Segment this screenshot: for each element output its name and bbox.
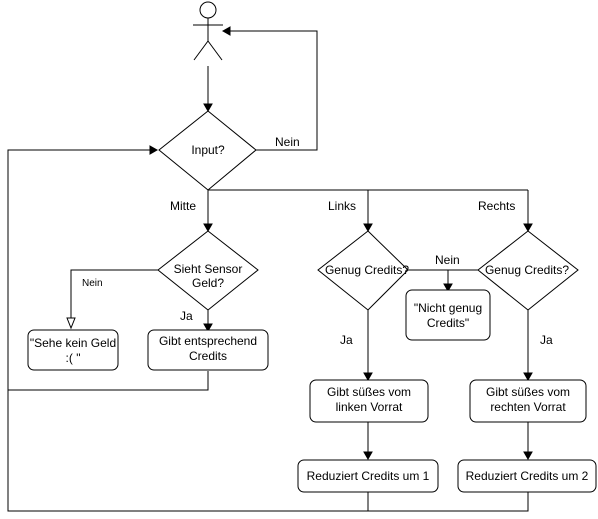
- credits-left-label: Genug Credits?: [325, 263, 409, 277]
- input-label: Input?: [191, 143, 225, 157]
- give-left-line2: linken Vorrat: [336, 400, 403, 414]
- not-enough-line1: "Nicht genug: [414, 301, 482, 315]
- give-right-line1: Gibt süßes vom: [486, 385, 570, 399]
- arrowhead: [203, 323, 213, 333]
- credits-left-decision: [317, 230, 409, 311]
- edge-loop-reduce1: [7, 390, 369, 512]
- edge-label-nein-sensor: Nein: [82, 278, 103, 289]
- edge-label-nein-credits: Nein: [435, 253, 460, 267]
- arrowhead: [363, 372, 373, 382]
- edge-nein-loop: [230, 30, 318, 151]
- arrowhead: [221, 26, 231, 36]
- give-credits-line2: Credits: [189, 349, 227, 363]
- edge-label-ja-left: Ja: [340, 333, 353, 347]
- arrowhead: [363, 451, 373, 461]
- arrowhead: [149, 145, 159, 155]
- sensor-label-line2: Geld?: [192, 276, 224, 290]
- arrowhead: [523, 372, 533, 382]
- give-left-line1: Gibt süßes vom: [327, 385, 411, 399]
- arrowhead: [363, 223, 373, 233]
- edge-label-mitte: Mitte: [170, 199, 196, 213]
- arrowhead: [203, 103, 213, 113]
- edge-label-ja-sensor: Ja: [180, 309, 193, 323]
- arrowhead: [523, 223, 533, 233]
- reduce-2-box: [457, 459, 597, 493]
- arrowhead: [523, 451, 533, 461]
- sensor-decision: [157, 230, 259, 311]
- give-right-line2: rechten Vorrat: [490, 400, 566, 414]
- input-decision: [158, 110, 257, 191]
- reduce-2-label: Reduziert Credits um 2: [466, 469, 589, 483]
- sensor-label-line1: Sieht Sensor: [174, 262, 243, 276]
- no-money-line1: "Sehe kein Geld: [30, 336, 116, 350]
- give-left-box: [309, 379, 429, 423]
- arrowhead: [203, 223, 213, 233]
- edge-sensor-nein: [70, 269, 158, 318]
- give-credits-line1: Gibt entsprechend: [159, 334, 257, 348]
- edge-label-ja-right: Ja: [540, 333, 553, 347]
- credits-right-decision: [477, 230, 579, 311]
- reduce-1-label: Reduziert Credits um 1: [307, 469, 430, 483]
- actor-icon: [193, 1, 223, 61]
- edge-label-nein-top: Nein: [275, 135, 300, 149]
- edge-label-rechts: Rechts: [478, 199, 515, 213]
- not-enough-line2: Credits": [427, 316, 469, 330]
- give-credits-box: [147, 329, 269, 371]
- arrowhead-open: [66, 317, 76, 330]
- edge-loop-reduce2: [368, 492, 529, 512]
- credits-right-label: Genug Credits?: [485, 263, 569, 277]
- no-money-box: [27, 329, 119, 371]
- reduce-1-box: [297, 459, 439, 493]
- arrowhead: [443, 283, 453, 293]
- edge-label-links: Links: [328, 199, 356, 213]
- give-right-box: [469, 379, 587, 423]
- not-enough-box: [405, 289, 491, 341]
- no-money-line2: :( ": [66, 351, 81, 365]
